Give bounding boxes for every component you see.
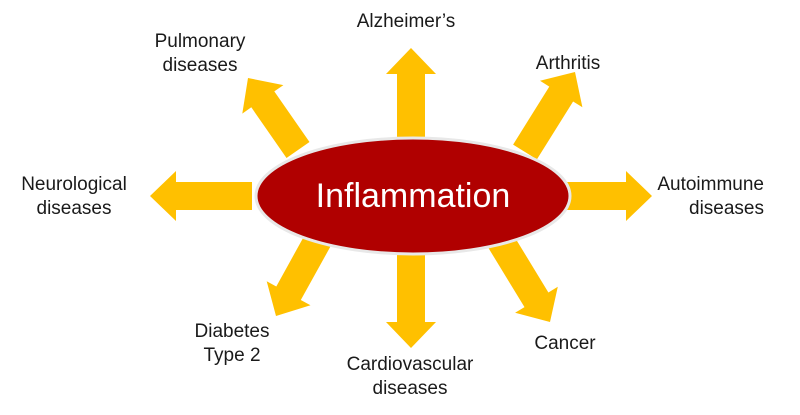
label-neurological-line-2: diseases [36, 198, 112, 219]
label-cardiovascular: Cardiovascular diseases [320, 353, 500, 401]
arrow-to-diabetes [266, 233, 331, 316]
label-alzheimers-line-1: Alzheimer’s [356, 11, 456, 32]
arrow-to-arthritis [513, 72, 583, 160]
label-neurological: Neurological diseases [6, 173, 142, 221]
label-arthritis: Arthritis [508, 52, 628, 76]
label-diabetes-line-1: Diabetes [194, 321, 270, 342]
arrow-to-pulmonary [242, 78, 310, 158]
center-ellipse [254, 136, 572, 256]
arrow-to-cardiovascular [386, 255, 436, 348]
label-alzheimers: Alzheimer’s [336, 10, 476, 34]
label-cardiovascular-line-1: Cardiovascular [346, 354, 474, 375]
label-pulmonary: Pulmonary diseases [130, 30, 270, 78]
label-cancer: Cancer [520, 332, 610, 356]
label-pulmonary-line-1: Pulmonary [154, 31, 246, 52]
center-label: Inflammation [315, 177, 511, 215]
label-cancer-line-1: Cancer [534, 333, 596, 354]
arrow-to-neurological [150, 171, 252, 221]
label-pulmonary-line-2: diseases [162, 55, 238, 76]
label-cardiovascular-line-2: diseases [372, 378, 448, 399]
arrows-group [150, 48, 652, 348]
label-autoimmune-line-2: diseases [689, 198, 764, 219]
arrow-to-cancer [488, 232, 558, 322]
arrow-to-autoimmune [566, 171, 652, 221]
label-autoimmune: Autoimmune diseases [630, 173, 764, 221]
label-arthritis-line-1: Arthritis [535, 53, 601, 74]
arrow-to-alzheimers [386, 48, 436, 140]
label-neurological-line-1: Neurological [21, 174, 127, 195]
label-diabetes: Diabetes Type 2 [172, 320, 292, 368]
label-autoimmune-line-1: Autoimmune [657, 174, 764, 195]
label-diabetes-line-2: Type 2 [203, 345, 261, 366]
